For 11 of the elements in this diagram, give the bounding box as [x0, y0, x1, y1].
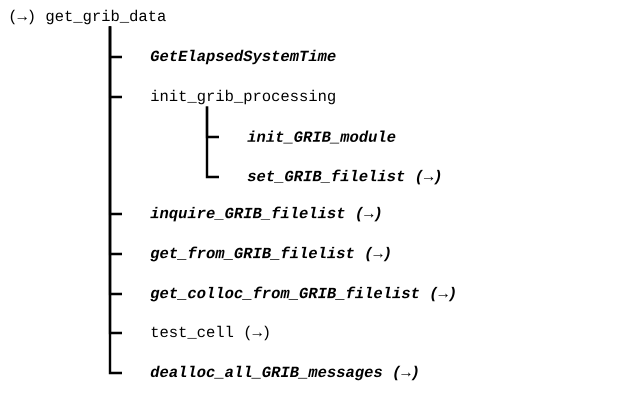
- function-name: get_from_GRIB_filelist (→): [150, 246, 390, 262]
- function-name: init_GRIB_module: [247, 130, 396, 144]
- function-name: GetElapsedSystemTime: [150, 50, 336, 64]
- function-name: (→) get_grib_data: [10, 10, 166, 24]
- tree-connector: [206, 106, 219, 178]
- function-name: set_GRIB_filelist (→): [248, 170, 440, 184]
- function-name: get_colloc_from_GRIB_filelist (→): [150, 286, 455, 302]
- function-name: test_cell (→): [152, 326, 268, 340]
- function-name: dealloc_all_GRIB_messages (→): [150, 366, 418, 380]
- function-name: inquire_GRIB_filelist (→): [150, 206, 380, 222]
- function-name: init_grib_processing: [151, 90, 335, 104]
